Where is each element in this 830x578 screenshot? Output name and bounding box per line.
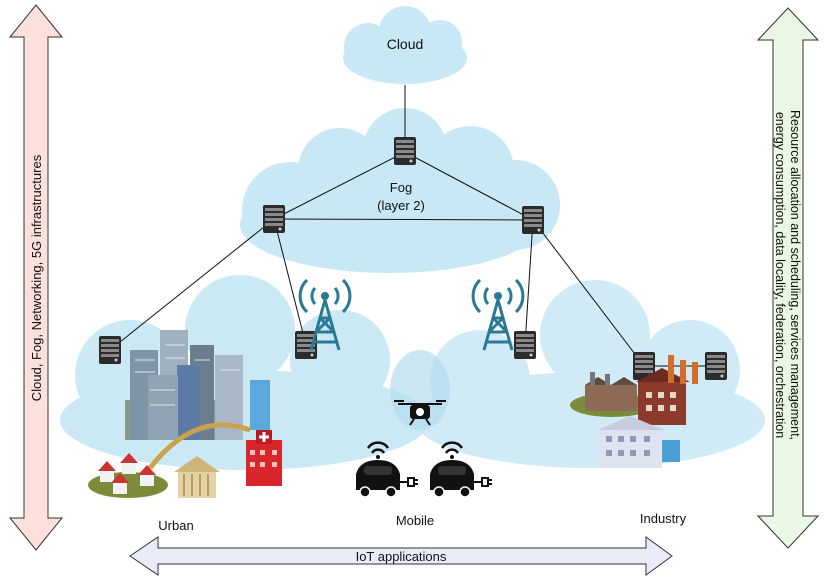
urban-server-icon [99, 336, 121, 364]
right-arrow: Resource allocation and scheduling, serv… [756, 7, 820, 549]
drone-icon [394, 400, 446, 426]
fog-label-line2: (layer 2) [377, 198, 425, 213]
fog-label-line1: Fog [390, 180, 412, 195]
bottom-arrow-label: IoT applications [356, 549, 447, 564]
edge-cloud-left [60, 275, 430, 470]
right-arrow-label-line1: Resource allocation and scheduling, serv… [788, 110, 802, 440]
urban-label: Urban [158, 518, 193, 533]
tower-right-server-icon [514, 331, 536, 359]
bottom-arrow: IoT applications [129, 536, 673, 576]
right-arrow-label-line2: energy consumption, data locality, feder… [773, 112, 787, 438]
mobile-label: Mobile [396, 513, 434, 528]
bridge-icon [148, 422, 251, 470]
cloud-shape [343, 6, 467, 84]
fog-cloud-shape [240, 108, 560, 273]
houses-icon [88, 453, 168, 498]
city-icon [125, 330, 270, 440]
cloud-label: Cloud [387, 36, 424, 52]
factory-icon [570, 355, 698, 468]
connections [109, 85, 716, 367]
industry-server-2-icon [705, 352, 727, 380]
left-arrow-label: Cloud, Fog, Networking, 5G infrastructur… [29, 154, 44, 401]
bank-icon [174, 456, 220, 498]
fog-server-right-icon [522, 206, 544, 234]
cloud-fog-server-icon [394, 137, 416, 165]
fog-server-left-icon [263, 205, 285, 233]
left-arrow: Cloud, Fog, Networking, 5G infrastructur… [8, 4, 64, 551]
hospital-icon [246, 430, 282, 486]
industry-label: Industry [640, 511, 687, 526]
